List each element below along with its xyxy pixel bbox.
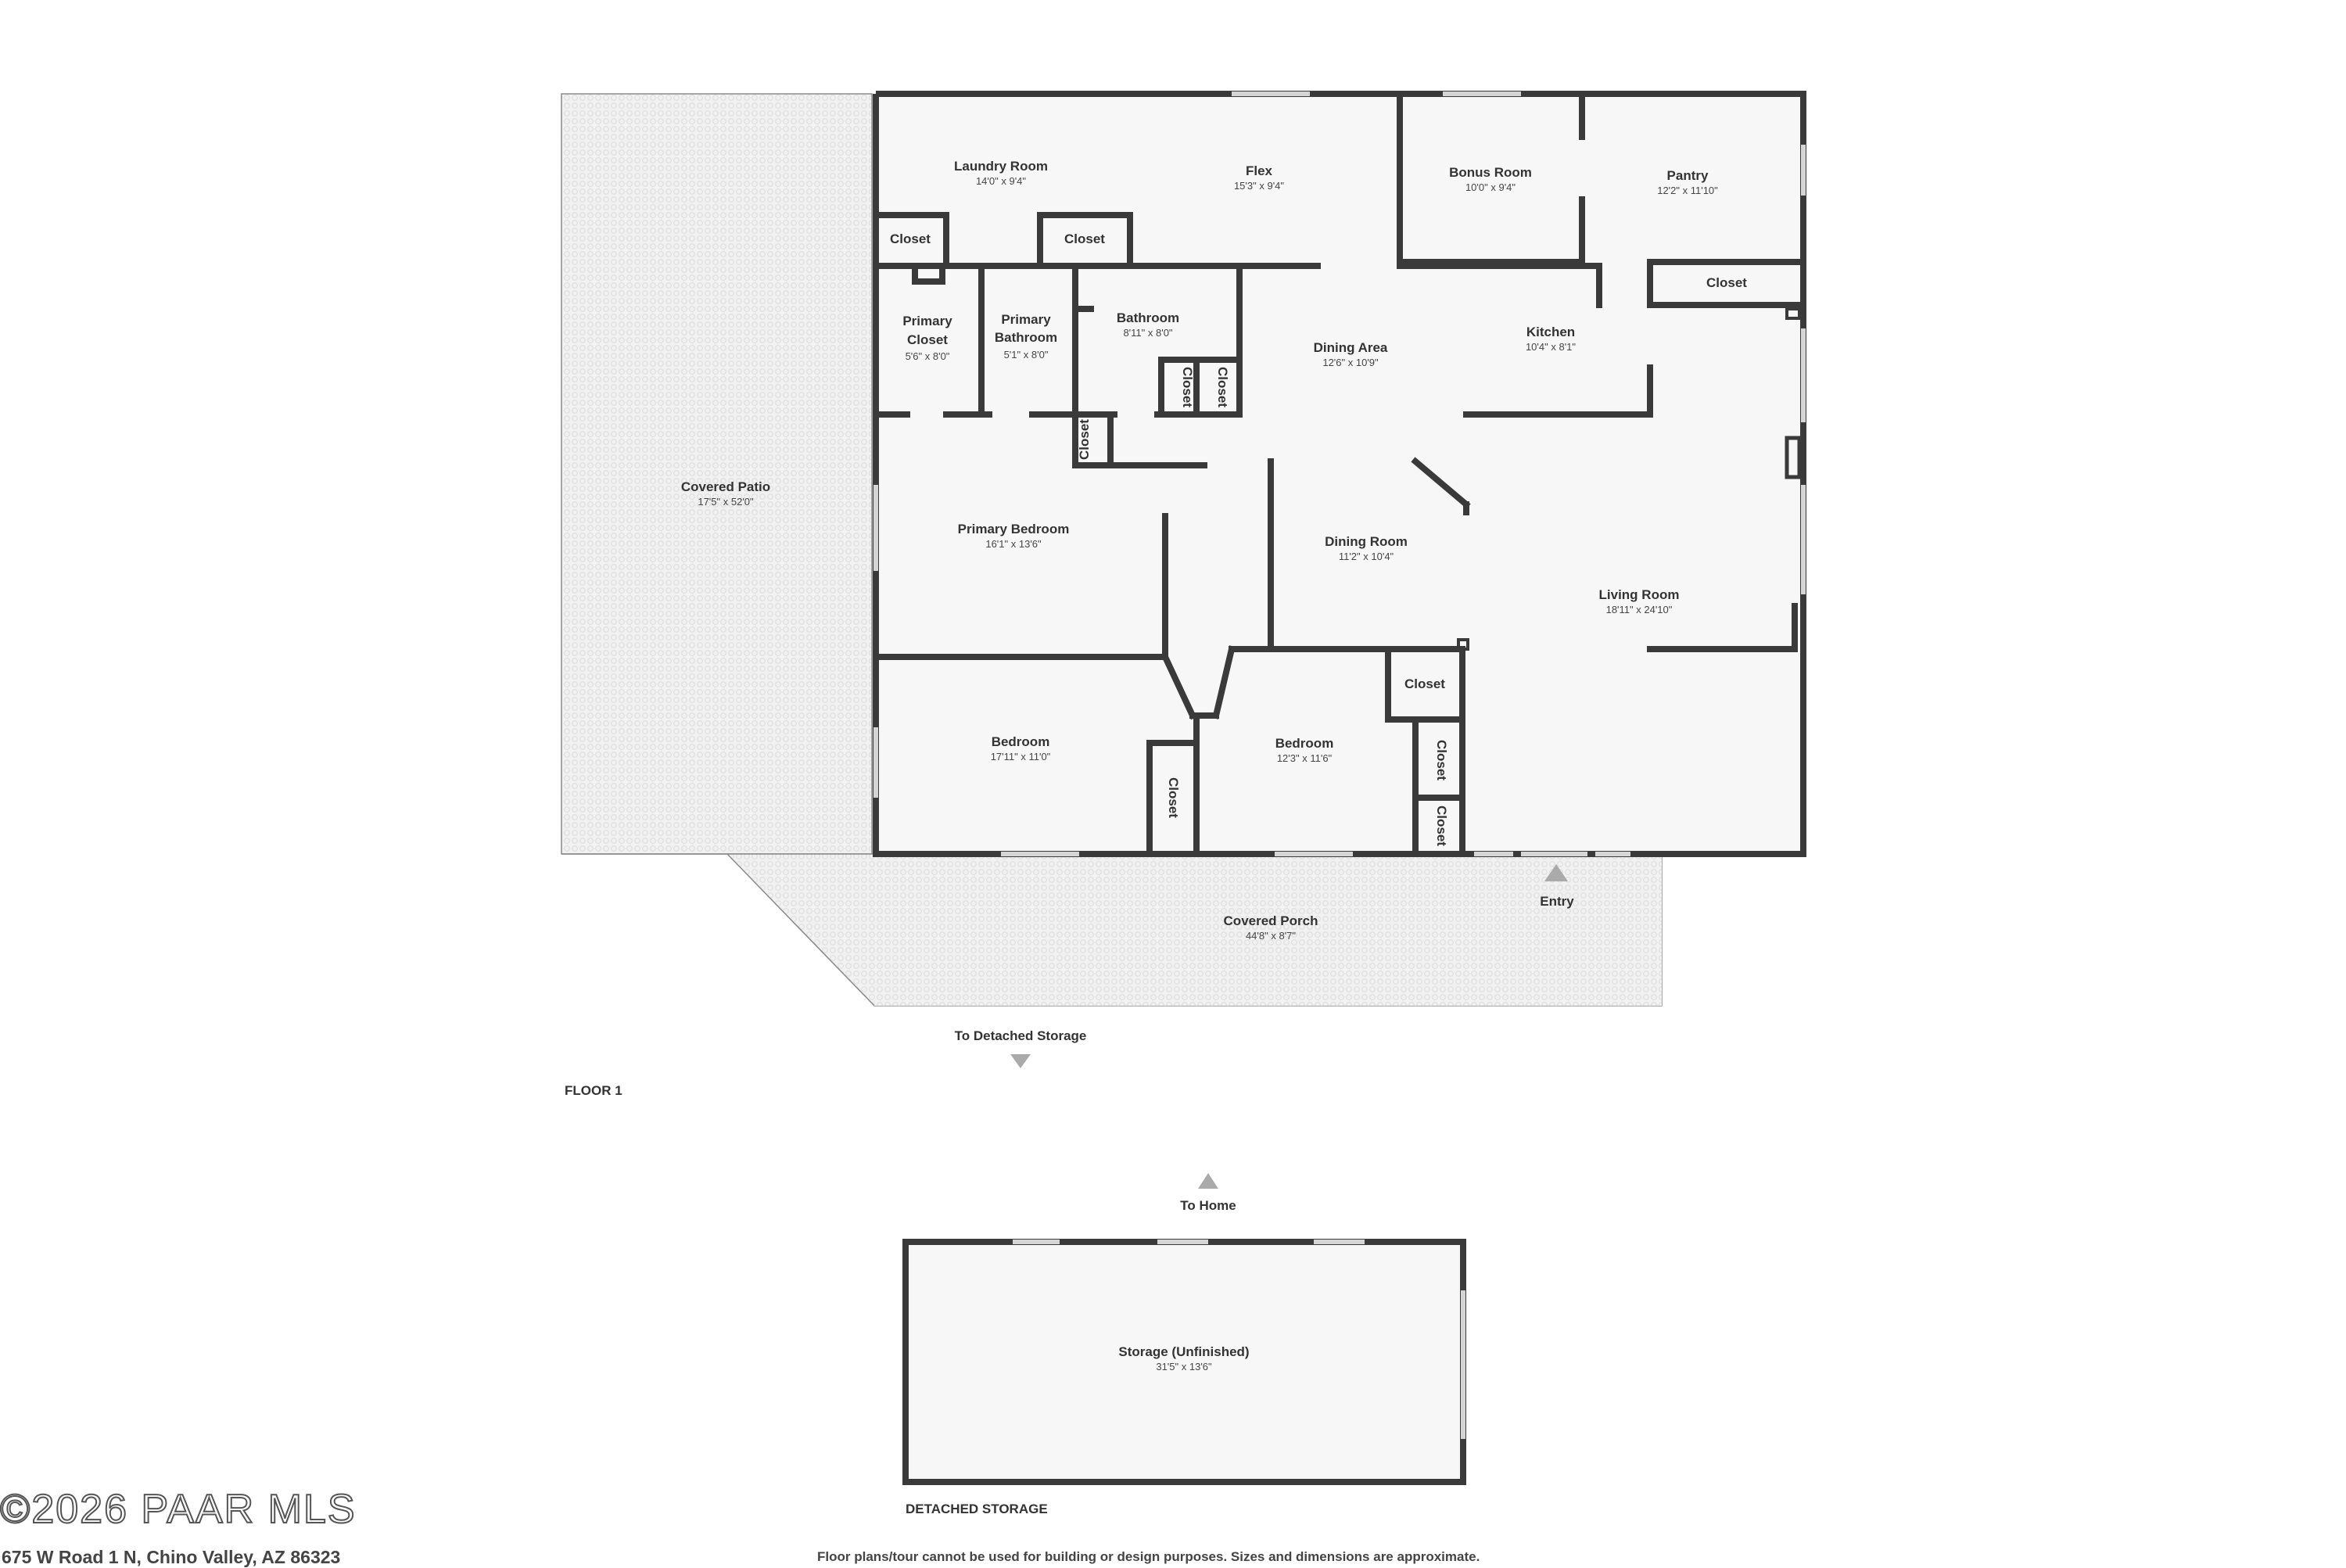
address: 675 W Road 1 N, Chino Valley, AZ 86323 <box>2 1547 341 1567</box>
room-dim: 17'11" x 11'0" <box>991 751 1051 762</box>
room-dim: 12'6" x 10'9" <box>1322 357 1379 368</box>
closet-label: Closet <box>1404 676 1445 691</box>
room-name: Laundry Room <box>954 159 1048 174</box>
house-floor <box>876 94 1803 854</box>
room-name: Covered Patio <box>681 479 770 494</box>
room-name: Flex <box>1246 163 1273 178</box>
room-dim: 10'4" x 8'1" <box>1526 341 1576 353</box>
to-detached-storage-label: To Detached Storage <box>955 1028 1087 1043</box>
disclaimer: Floor plans/tour cannot be used for buil… <box>817 1549 1480 1564</box>
entry-label: Entry <box>1540 894 1574 909</box>
closet-label: Closet <box>1215 367 1230 407</box>
closet-label: Closet <box>1180 367 1195 407</box>
room-name: Covered Porch <box>1224 913 1318 928</box>
closet-label: Closet <box>1064 231 1105 246</box>
closet-labels: Closet Closet Closet Closet Closet Close… <box>890 231 1747 846</box>
to-home-label: To Home <box>1180 1198 1236 1213</box>
covered-patio-area <box>561 93 873 855</box>
room-dim: 17'5" x 52'0" <box>698 496 754 508</box>
room-name: Bedroom <box>1275 736 1334 751</box>
to-home-arrow-icon <box>1198 1173 1218 1189</box>
closet-label: Closet <box>1434 740 1449 780</box>
room-labels: Laundry Room 14'0" x 9'4" Flex 15'3" x 9… <box>681 159 1718 1372</box>
interior-walls <box>873 91 1806 857</box>
room-name: Kitchen <box>1526 325 1575 339</box>
closet-label: Closet <box>890 231 931 246</box>
room-dim: 5'6" x 8'0" <box>906 350 950 362</box>
room-dim: 5'1" x 8'0" <box>1004 349 1049 361</box>
room-name: Bonus Room <box>1449 165 1532 180</box>
room-name: Dining Area <box>1314 340 1388 355</box>
room-name: Pantry <box>1667 168 1709 183</box>
room-dim: 15'3" x 9'4" <box>1234 180 1284 192</box>
entry-arrow-icon <box>1544 864 1568 881</box>
room-dim: 12'2" x 11'10" <box>1657 185 1718 196</box>
room-name: Closet <box>907 332 948 347</box>
room-name: Primary <box>902 314 952 328</box>
to-storage-arrow-icon <box>1010 1054 1031 1068</box>
room-dim: 31'5" x 13'6" <box>1156 1361 1212 1372</box>
room-dim: 10'0" x 9'4" <box>1465 181 1516 193</box>
room-dim: 8'11" x 8'0" <box>1123 327 1172 339</box>
room-dim: 12'3" x 11'6" <box>1277 752 1333 764</box>
closet-label: Closet <box>1166 777 1181 818</box>
room-name: Storage (Unfinished) <box>1118 1344 1249 1359</box>
closet-label: Closet <box>1706 275 1747 290</box>
detached-storage-label: DETACHED STORAGE <box>906 1502 1048 1516</box>
room-dim: 44'8" x 8'7" <box>1246 930 1296 942</box>
room-name: Living Room <box>1599 587 1680 602</box>
room-dim: 11'2" x 10'4" <box>1339 551 1394 562</box>
room-dim: 14'0" x 9'4" <box>976 175 1026 187</box>
room-name: Bathroom <box>1117 310 1179 325</box>
room-name: Bedroom <box>992 734 1050 749</box>
room-name: Bathroom <box>995 330 1057 345</box>
storage-floor <box>906 1242 1463 1482</box>
floor-label: FLOOR 1 <box>565 1083 622 1098</box>
room-name: Dining Room <box>1325 534 1408 549</box>
room-name: Primary <box>1001 312 1051 327</box>
closet-label: Closet <box>1077 419 1092 460</box>
room-name: Primary Bedroom <box>958 522 1070 536</box>
watermark: ©2026 PAAR MLS <box>0 1486 357 1533</box>
room-dim: 16'1" x 13'6" <box>985 538 1042 550</box>
room-dim: 18'11" x 24'10" <box>1606 604 1673 615</box>
closet-label: Closet <box>1434 806 1449 846</box>
